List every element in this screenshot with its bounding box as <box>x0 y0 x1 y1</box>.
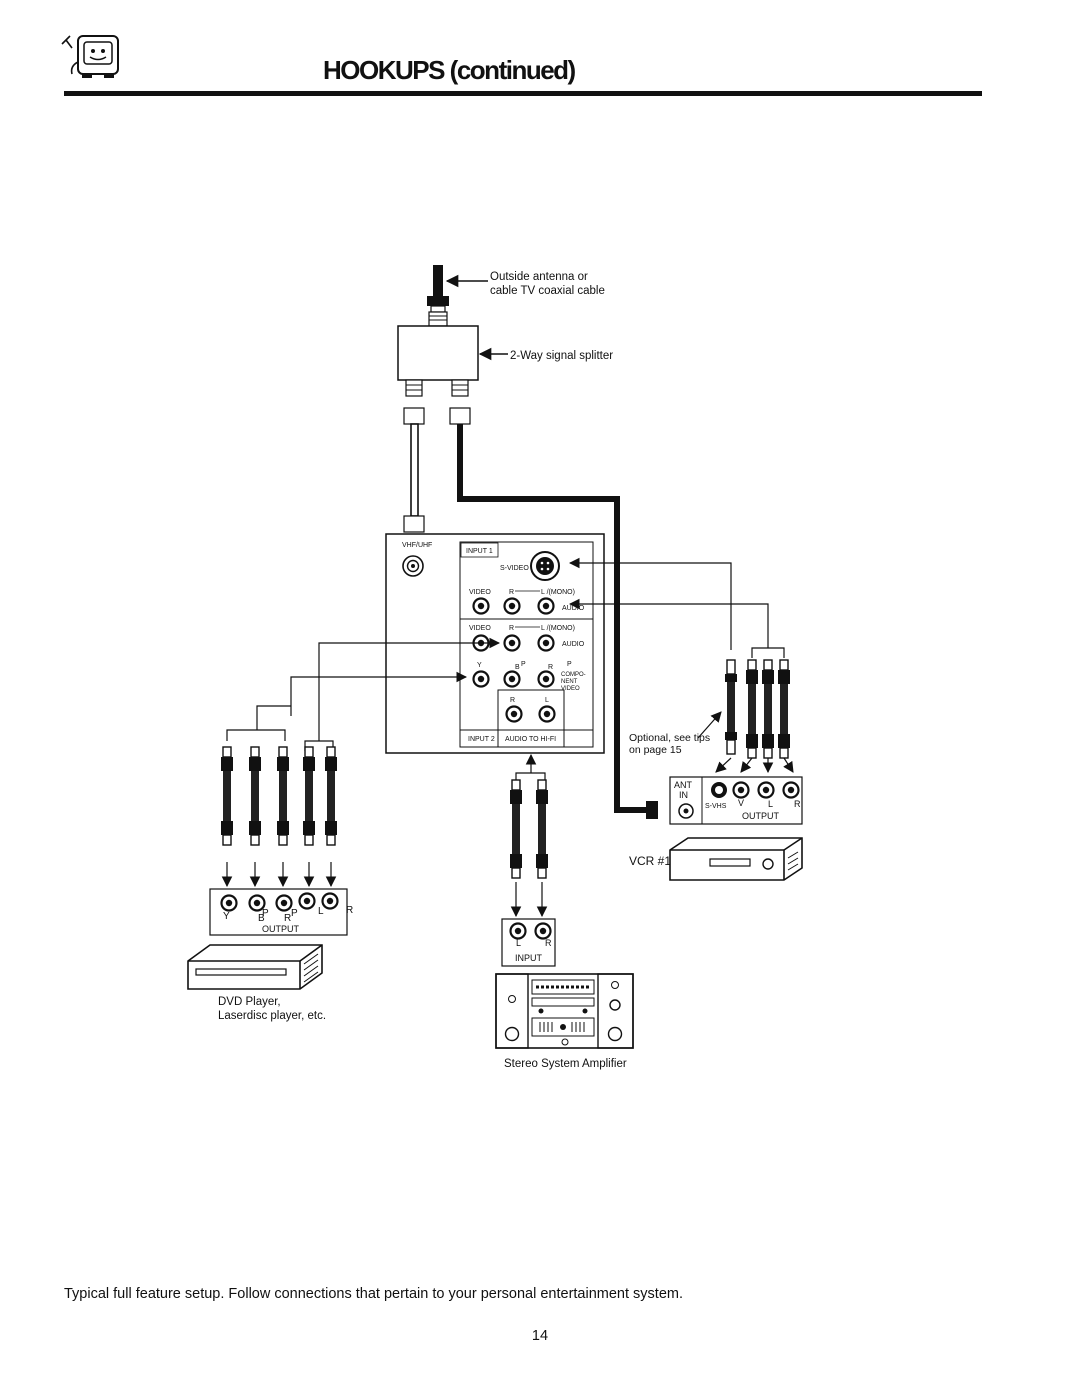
dvd-l-label: L <box>318 906 324 917</box>
component-pb-jack <box>503 670 521 688</box>
signal-splitter <box>397 325 479 397</box>
video-label-2: VIDEO <box>469 625 491 632</box>
vcr-svhs-jack <box>711 782 727 798</box>
vcr-svhs-label: S-VHS <box>705 803 727 810</box>
video1-jack <box>472 597 490 615</box>
dvd-label: DVD Player,Laserdisc player, etc. <box>218 996 326 1022</box>
hifi-l-label: L <box>545 697 549 704</box>
header-rule <box>64 91 982 96</box>
audio2-l-jack <box>537 634 555 652</box>
l-mono-label-1: L /(MONO) <box>541 589 575 596</box>
dvd-audio-wire <box>304 637 501 751</box>
vcr-svideo-wire <box>568 557 732 650</box>
stereo-label: Stereo System Amplifier <box>504 1058 627 1070</box>
dvd-audio-l-jack <box>298 892 316 910</box>
vcr-audio-plug-r <box>761 659 775 759</box>
component-p-label-2: P <box>567 661 572 668</box>
component-b-label: B <box>515 664 520 671</box>
dvd-r-label-1: R <box>284 913 291 924</box>
dvd-audio-l-plug <box>302 746 316 846</box>
stereo-r-jack <box>534 922 552 940</box>
hifi-l-plug <box>535 779 549 879</box>
dvd-pb-plug <box>248 746 262 846</box>
svideo-label: S-VIDEO <box>500 565 529 572</box>
dvd-b-label: B <box>258 913 265 924</box>
hifi-r-plug <box>509 779 523 879</box>
svideo-jack <box>530 551 560 581</box>
component-r-label: R <box>548 664 553 671</box>
vcr-video-jack <box>732 781 750 799</box>
coax-cable-to-vcr <box>449 407 658 819</box>
component-y-label: Y <box>477 662 482 669</box>
vcr-in-label: IN <box>679 790 688 800</box>
dvd-p-label-2: P <box>291 908 298 919</box>
vcr-svideo-cable <box>725 659 737 755</box>
dvd-y-plug <box>220 746 234 846</box>
coax-cable-to-tv <box>403 407 425 533</box>
audio-label-1: AUDIO <box>562 605 585 612</box>
page-title: HOOKUPS (continued) <box>323 55 576 85</box>
input2-label: INPUT 2 <box>468 736 495 743</box>
dvd-audio-r-jack <box>321 892 339 910</box>
vcr-audio-l-jack <box>757 781 775 799</box>
component-pr-jack <box>537 670 555 688</box>
vcr-device-icon <box>669 837 803 881</box>
splitter-label: 2-Way signal splitter <box>510 350 613 362</box>
stereo-r-label: R <box>545 938 552 948</box>
dvd-r-label-2: R <box>346 905 353 916</box>
hifi-audio-wire <box>515 753 546 783</box>
vcr-audio-plug-l <box>745 659 759 759</box>
dvd-y-jack <box>220 894 238 912</box>
vcr-l-label: L <box>768 799 773 809</box>
stereo-l-jack <box>509 922 527 940</box>
dvd-pr-jack <box>275 894 293 912</box>
stereo-l-label: L <box>516 938 521 948</box>
vcr-video-plug <box>777 659 791 759</box>
component-p-label-1: P <box>521 661 526 668</box>
vcr-audio-r-jack <box>782 781 800 799</box>
r-label-1: R <box>509 589 514 596</box>
vcr-ant-label: ANT <box>674 780 693 790</box>
dvd-audio-r-plug <box>324 746 338 846</box>
hifi-r-label: R <box>510 697 515 704</box>
hifi-r-jack <box>505 705 523 723</box>
audio-label-2: AUDIO <box>562 641 585 648</box>
vcr-audio-wire <box>568 598 785 658</box>
l-mono-label-2: L /(MONO) <box>541 625 575 632</box>
video-label-1: VIDEO <box>469 589 491 596</box>
vcr-ant-jack <box>678 803 694 819</box>
dvd-p-label-1: P <box>262 908 269 919</box>
r-label-2: R <box>509 625 514 632</box>
vhf-uhf-label: VHF/UHF <box>402 542 432 549</box>
audio2-r-jack <box>503 634 521 652</box>
component-y-jack <box>472 670 490 688</box>
dvd-pr-plug <box>276 746 290 846</box>
tv-mascot-icon <box>61 35 119 78</box>
audio-to-hifi-label: AUDIO TO HI-FI <box>505 736 556 743</box>
vhf-uhf-jack <box>402 555 424 577</box>
antenna-cable <box>427 265 449 327</box>
page-number: 14 <box>531 1328 549 1344</box>
input1-label: INPUT 1 <box>466 548 493 555</box>
vcr-output-label: OUTPUT <box>742 811 780 821</box>
stereo-amplifier-icon <box>495 973 634 1049</box>
audio1-r-jack <box>503 597 521 615</box>
dvd-y-label: Y <box>223 911 230 922</box>
dvd-component-wire <box>226 671 468 741</box>
hifi-l-jack <box>538 705 556 723</box>
vcr-r-label: R <box>794 799 801 809</box>
dvd-output-label: OUTPUT <box>262 924 300 934</box>
stereo-input-label: INPUT <box>515 953 543 963</box>
vcr-v-label: V <box>738 798 744 808</box>
audio1-l-jack <box>537 597 555 615</box>
dvd-player-icon <box>187 944 323 990</box>
vcr-label: VCR #1 <box>629 854 671 868</box>
figure-caption: Typical full feature setup. Follow conne… <box>64 1286 683 1302</box>
